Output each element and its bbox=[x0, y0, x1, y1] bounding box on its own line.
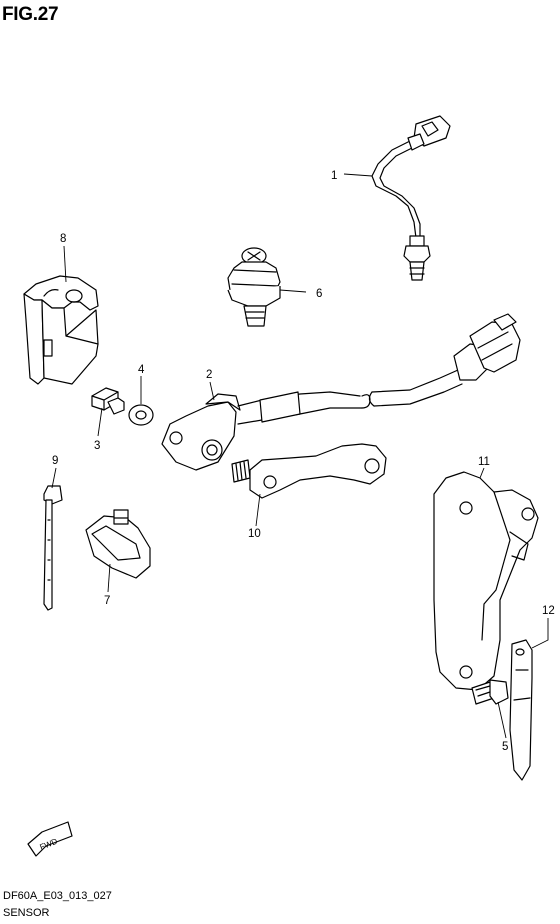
label-part-11: 11 bbox=[478, 456, 490, 468]
part-10-sensor-arm bbox=[231, 443, 387, 499]
part-8-cover bbox=[23, 275, 99, 385]
label-part-1: 1 bbox=[331, 170, 337, 182]
figure-title: FIG.27 bbox=[2, 4, 59, 25]
part-12-spacer bbox=[509, 639, 533, 781]
label-part-2: 2 bbox=[206, 369, 212, 381]
label-part-8: 8 bbox=[60, 233, 66, 245]
part-6-pressure-switch bbox=[227, 247, 281, 327]
part-9-cable-tie bbox=[43, 485, 63, 611]
label-part-10: 10 bbox=[248, 528, 261, 540]
figure-name: SENSOR bbox=[3, 907, 50, 919]
part-2-sensor-harness bbox=[161, 313, 521, 471]
fwd-arrow-icon: FWD bbox=[27, 821, 73, 857]
label-part-5: 5 bbox=[502, 741, 508, 753]
label-part-6: 6 bbox=[316, 288, 322, 300]
part-3-bolt bbox=[91, 387, 125, 415]
label-part-7: 7 bbox=[104, 595, 110, 607]
figure-code: DF60A_E03_013_027 bbox=[3, 890, 112, 902]
leader-lines bbox=[51, 173, 549, 739]
part-5-bolt bbox=[471, 679, 509, 705]
label-part-4: 4 bbox=[138, 364, 145, 376]
part-4-washer bbox=[128, 404, 154, 426]
label-part-3: 3 bbox=[94, 440, 100, 452]
part-11-bracket bbox=[433, 471, 539, 691]
part-1-sensor-lead bbox=[371, 115, 451, 281]
label-part-9: 9 bbox=[52, 455, 58, 467]
part-labels: 1 2 3 4 5 6 7 8 9 10 11 12 bbox=[52, 170, 555, 753]
label-part-12: 12 bbox=[542, 605, 555, 617]
part-7-clip bbox=[85, 509, 151, 579]
